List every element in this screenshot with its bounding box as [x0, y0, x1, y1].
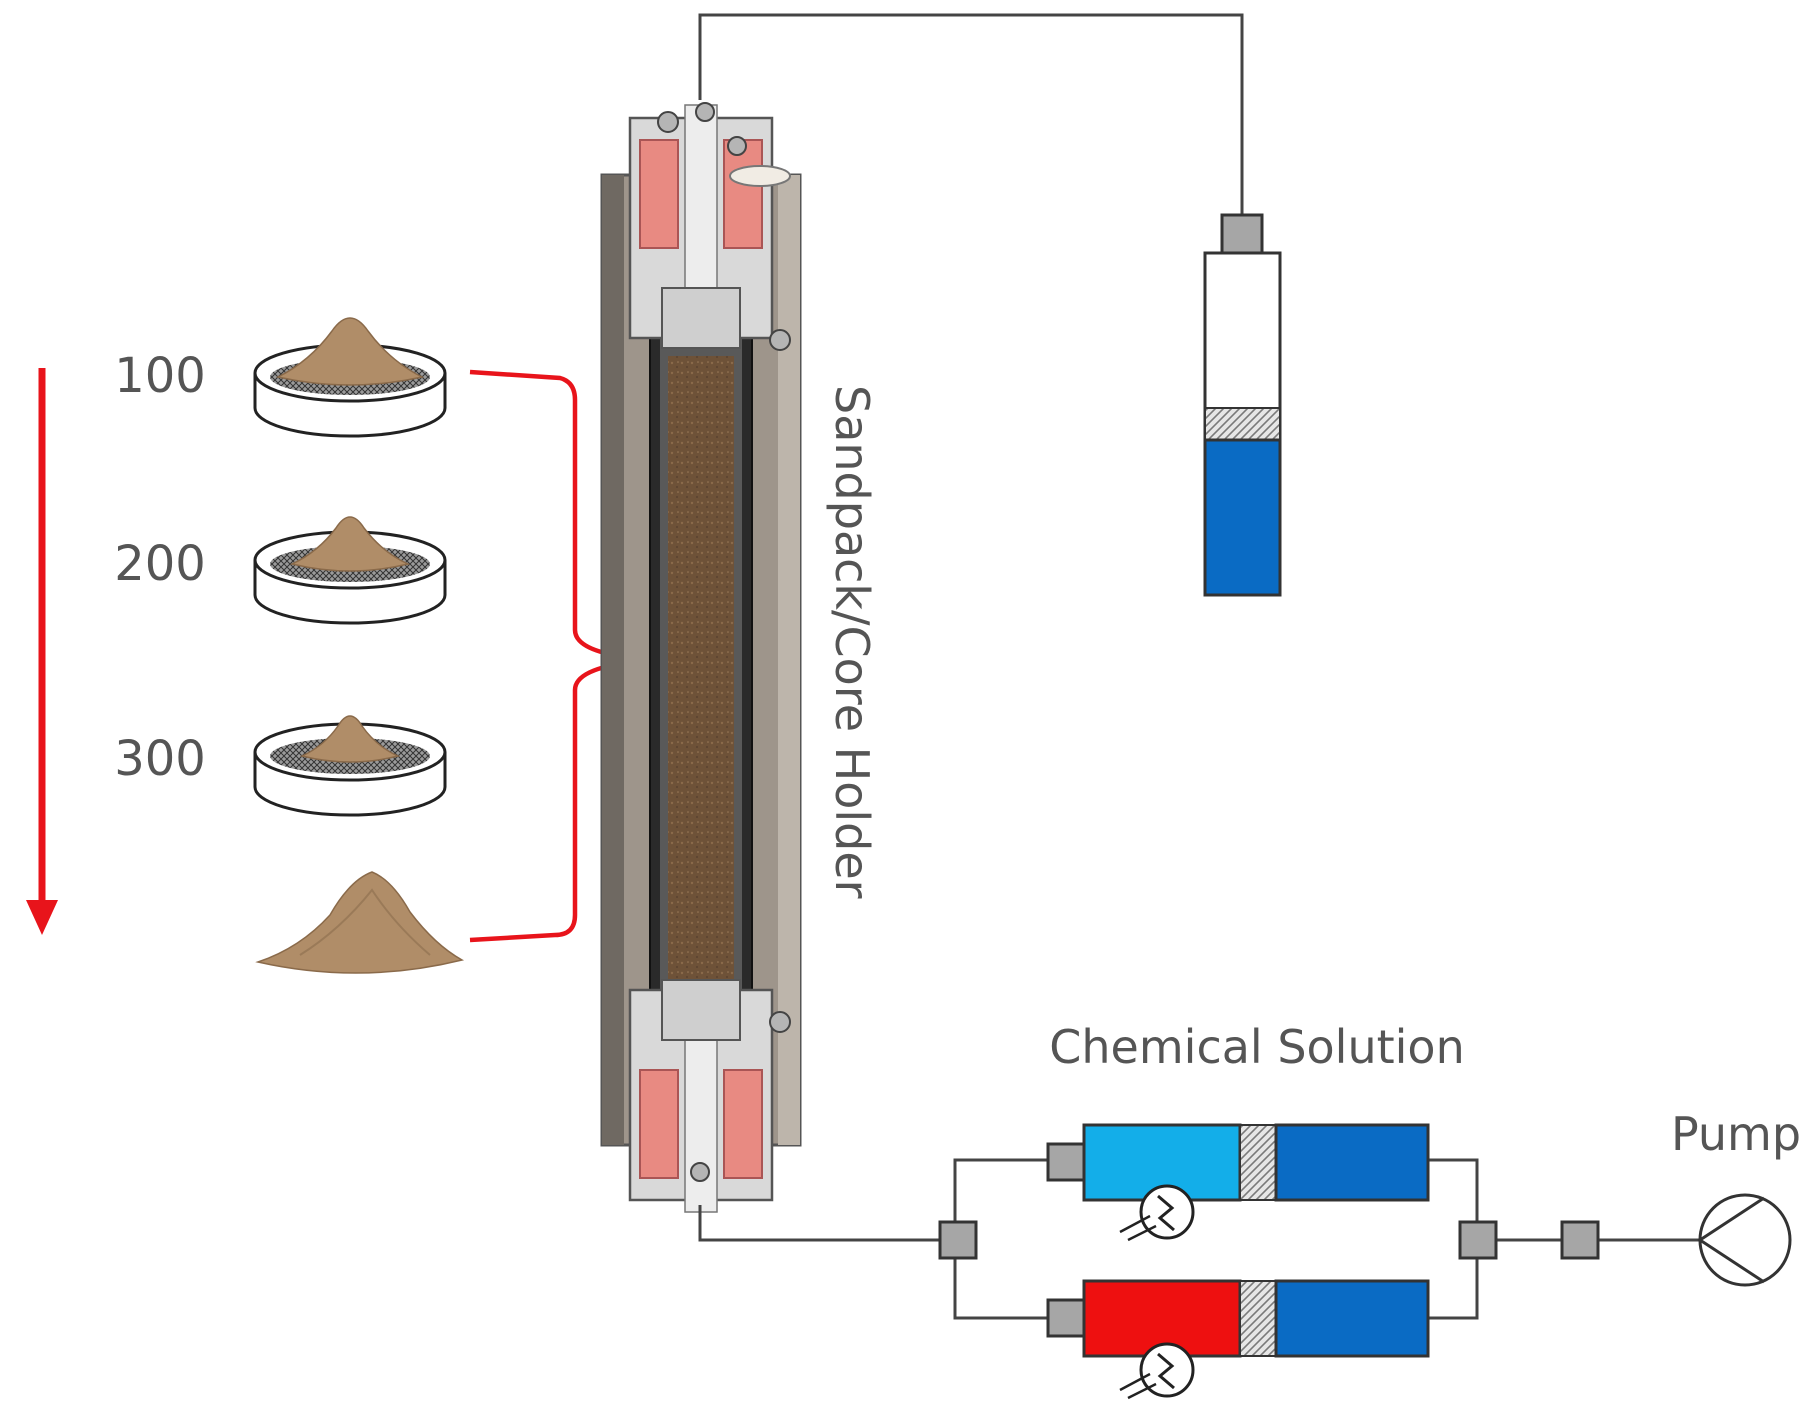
- pump-label: Pump: [1671, 1107, 1801, 1161]
- chemical-solution-label: Chemical Solution: [1049, 1020, 1464, 1074]
- sieve-order-arrow: [26, 368, 58, 935]
- core-holder: [600, 102, 802, 1213]
- valve-icon: [1560, 1220, 1600, 1260]
- holder-label: Sandpack/Core Holder: [825, 385, 879, 899]
- core-sand: [668, 356, 734, 984]
- valve-icon: [938, 1220, 978, 1260]
- piston-icon: [1046, 1123, 1430, 1202]
- pump-icon: [1697, 1193, 1792, 1287]
- sieve-label-300: 300: [114, 731, 206, 787]
- sieve-pan-icon: [253, 715, 447, 817]
- sand-pile-icon: [255, 871, 465, 974]
- valve-icon: [1458, 1220, 1498, 1260]
- sieve-pan-icon: [253, 317, 447, 438]
- sieve-label-200: 200: [114, 536, 206, 592]
- piston-icon: [1046, 1279, 1430, 1358]
- heater-icon: [1119, 1342, 1195, 1400]
- effluent-collector: [1203, 213, 1282, 597]
- sieve-label-100: 100: [114, 348, 206, 404]
- heater-icon: [1119, 1184, 1195, 1242]
- outlet-tubing: [698, 13, 1244, 215]
- sieve-pan-icon: [253, 516, 447, 625]
